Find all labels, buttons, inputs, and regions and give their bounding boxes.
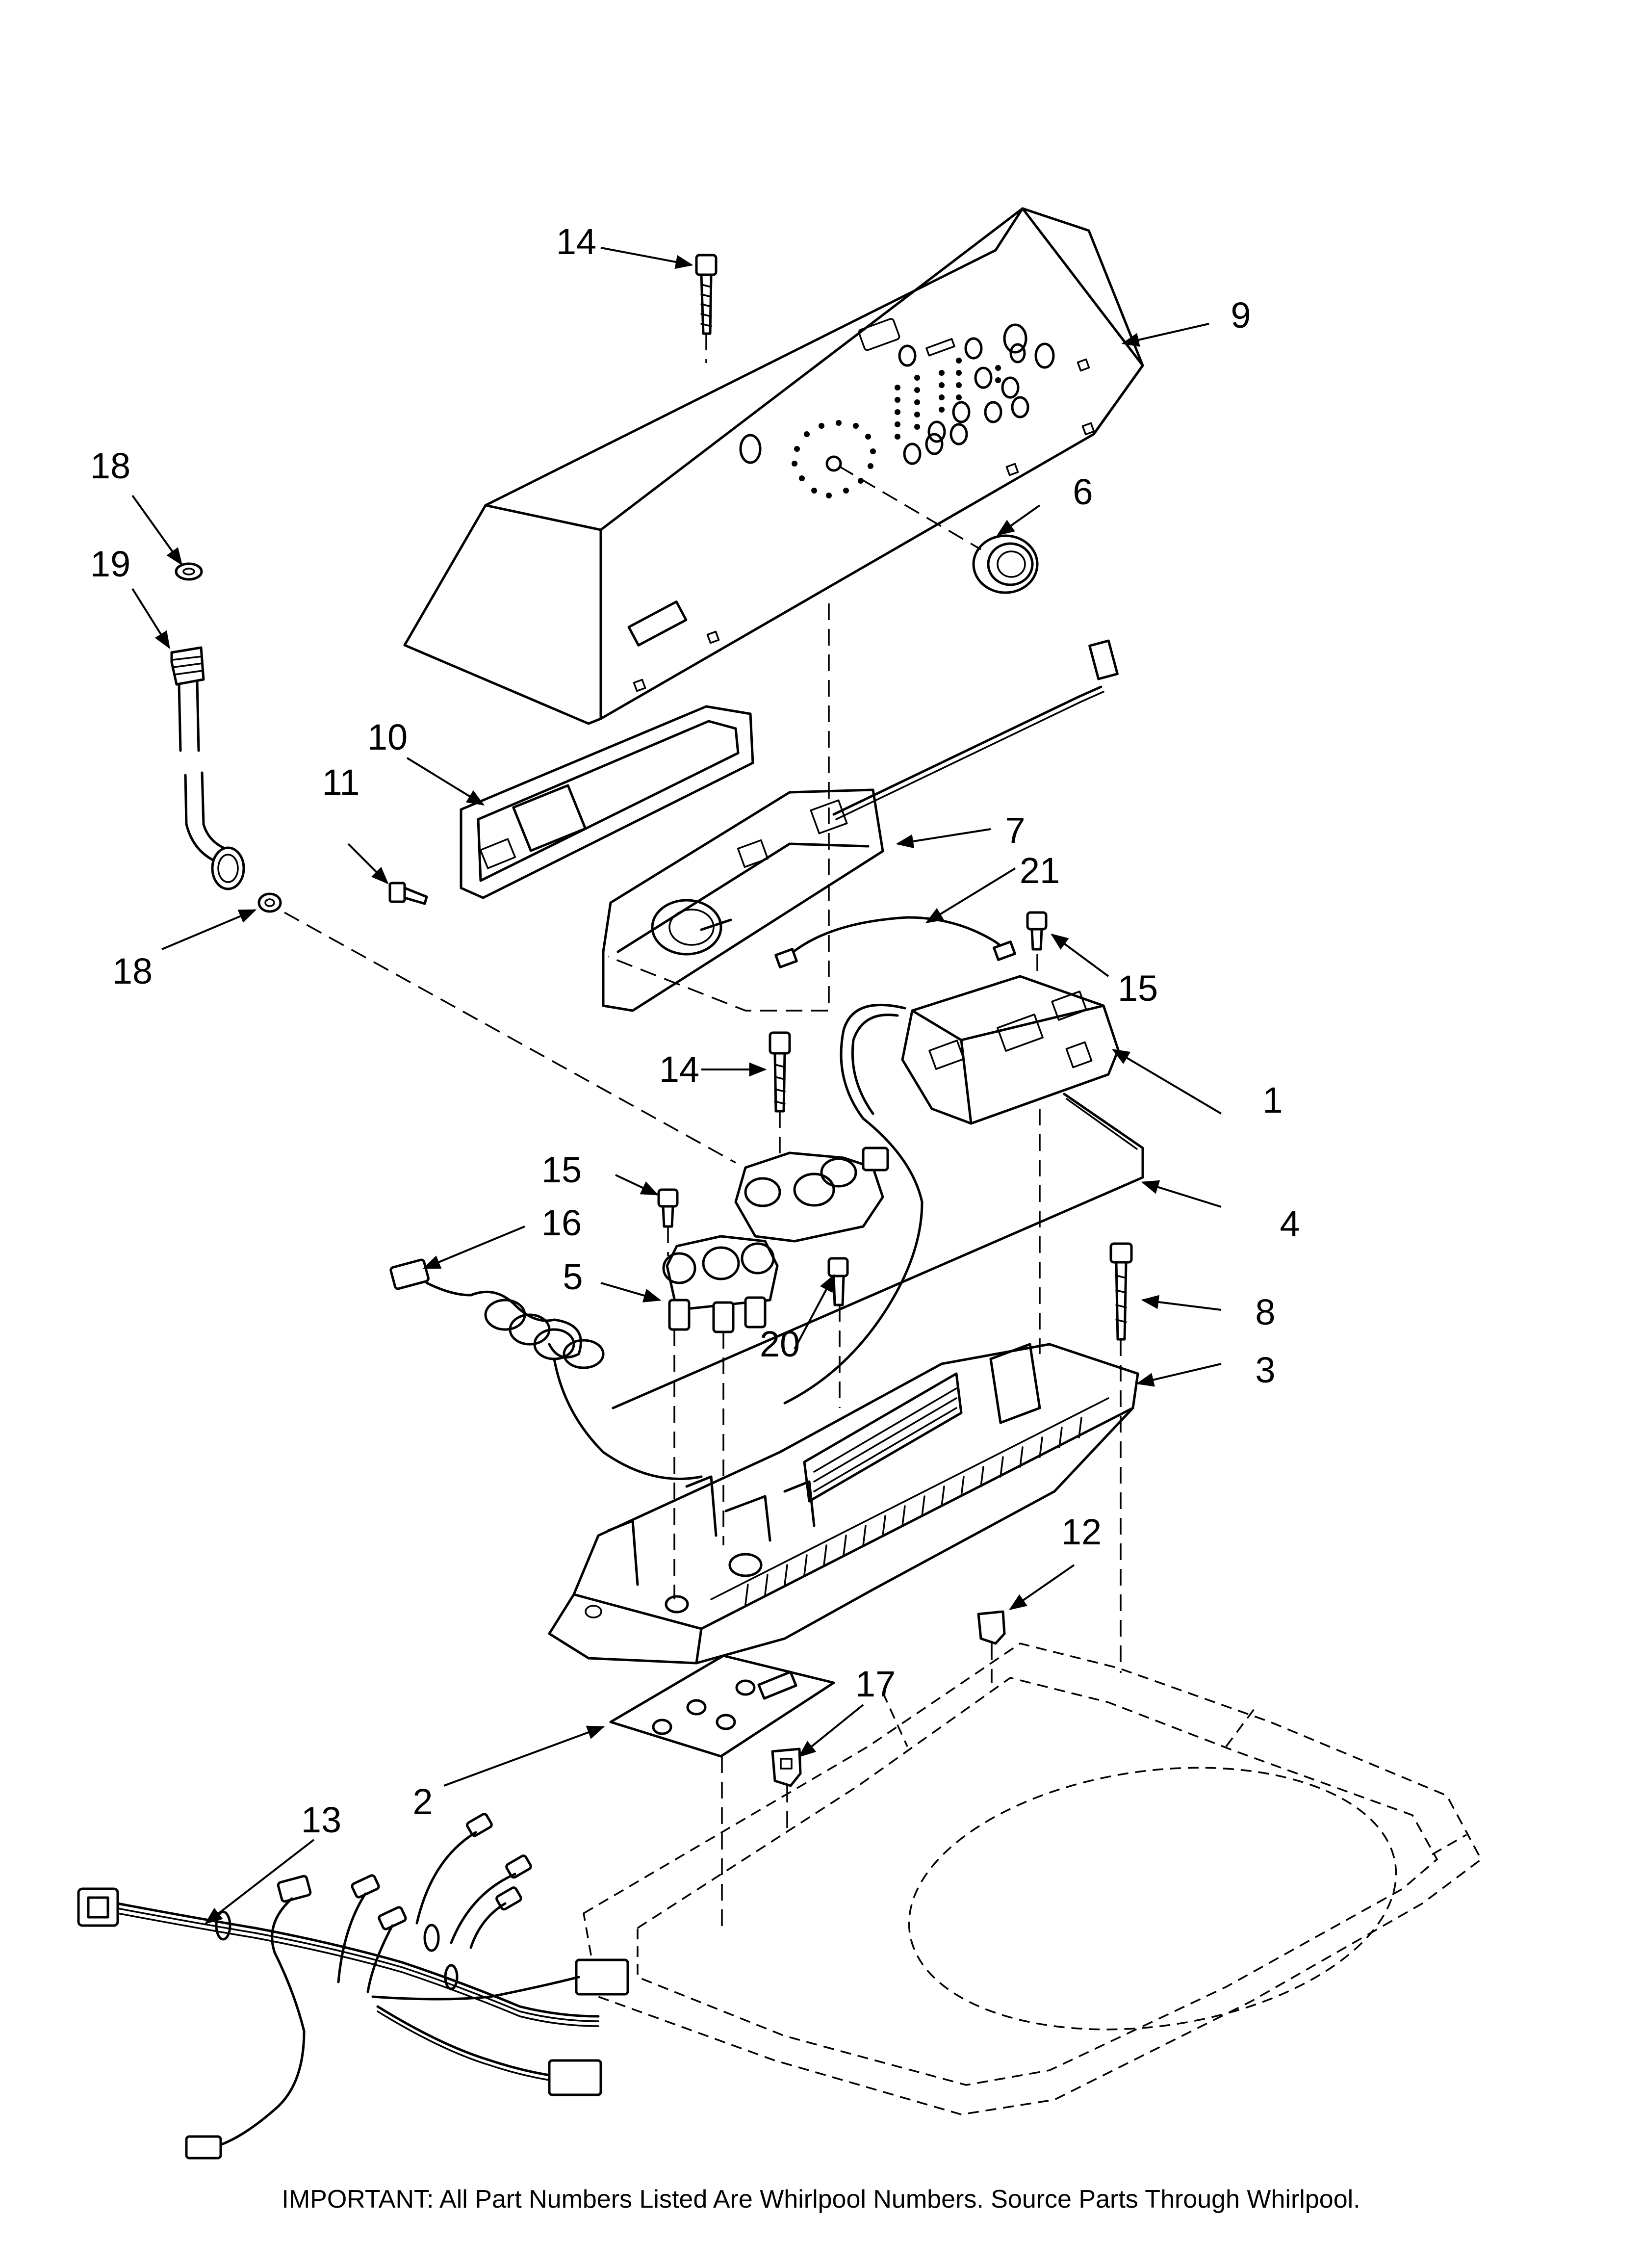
label-part-9: 9 bbox=[1231, 295, 1251, 336]
dial-dot-ring bbox=[792, 420, 876, 498]
label-part-7: 7 bbox=[1005, 810, 1025, 851]
label-part-12: 12 bbox=[1061, 1512, 1102, 1552]
water-valve-5 bbox=[662, 1147, 889, 1333]
guide-knob bbox=[838, 465, 981, 550]
label-part-4: 4 bbox=[1280, 1203, 1300, 1244]
label-part-18b: 18 bbox=[112, 951, 153, 991]
label-part-21: 21 bbox=[1020, 850, 1060, 891]
label-part-14b: 14 bbox=[659, 1049, 699, 1090]
screw-8 bbox=[1109, 1242, 1133, 1341]
label-part-18a: 18 bbox=[90, 445, 130, 486]
guide-hose bbox=[284, 912, 736, 1164]
wire-harness-13 bbox=[77, 1813, 629, 2160]
bracket-2 bbox=[609, 1654, 835, 1758]
console-panel bbox=[403, 207, 1144, 725]
label-part-6: 6 bbox=[1073, 471, 1093, 512]
ui-housing-10 bbox=[460, 705, 754, 899]
console-base-3 bbox=[548, 1343, 1139, 1665]
clip-12 bbox=[977, 1610, 1006, 1645]
label-part-19: 19 bbox=[90, 544, 130, 584]
cabinet-top-outline bbox=[583, 1642, 1483, 2115]
inlet-hose-assembly bbox=[170, 562, 282, 913]
label-part-5: 5 bbox=[563, 1256, 583, 1297]
screw-15-right bbox=[1026, 911, 1048, 951]
leader-arrows bbox=[131, 247, 1222, 1925]
guide-valve-down bbox=[673, 1330, 724, 1599]
footer-important-note: IMPORTANT: All Part Numbers Listed Are W… bbox=[282, 2185, 1360, 2214]
machine-control-board-1 bbox=[783, 975, 1120, 1405]
screw-15-left bbox=[657, 1188, 679, 1228]
label-part-15a: 15 bbox=[541, 1149, 582, 1190]
ui-control-board-7 bbox=[602, 788, 884, 1012]
label-part-17: 17 bbox=[855, 1664, 896, 1704]
led-indicator-dots bbox=[895, 358, 1001, 440]
label-part-16: 16 bbox=[541, 1202, 582, 1243]
guide-board1 bbox=[1036, 954, 1041, 1354]
label-part-14a: 14 bbox=[556, 221, 596, 262]
power-cord-16 bbox=[389, 1258, 703, 1480]
label-part-2: 2 bbox=[412, 1781, 433, 1822]
selector-knob bbox=[972, 534, 1039, 594]
guide-console-vertical bbox=[608, 603, 830, 1012]
screw-20 bbox=[827, 1257, 849, 1306]
base-rib-marks bbox=[744, 1417, 1082, 1605]
label-part-20: 20 bbox=[760, 1324, 800, 1364]
label-part-15b: 15 bbox=[1118, 968, 1158, 1009]
label-part-10: 10 bbox=[367, 717, 408, 757]
screw-14-top bbox=[695, 254, 718, 335]
label-part-1: 1 bbox=[1262, 1080, 1283, 1121]
label-part-8: 8 bbox=[1255, 1292, 1275, 1332]
screw-11 bbox=[388, 882, 428, 905]
screw-14-mid bbox=[769, 1031, 791, 1113]
label-part-11: 11 bbox=[322, 762, 360, 803]
label-part-3: 3 bbox=[1255, 1350, 1275, 1390]
clip-17 bbox=[771, 1747, 802, 1787]
label-part-13: 13 bbox=[301, 1799, 341, 1840]
